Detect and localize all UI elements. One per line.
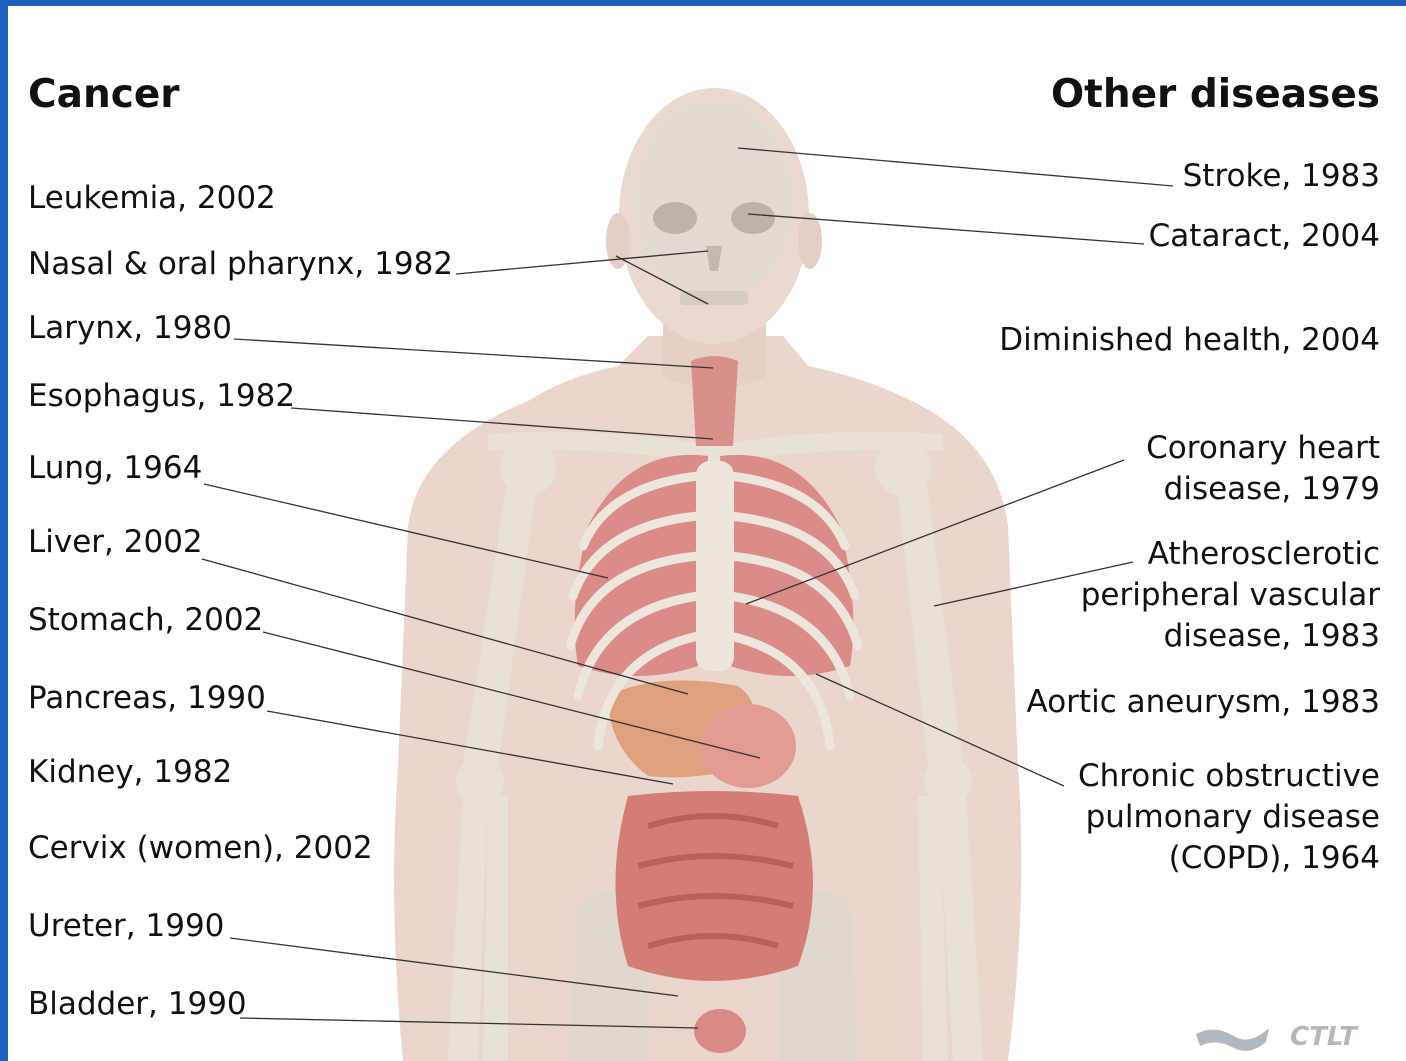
other-disease-label: Cataract, 2004 <box>1149 216 1380 257</box>
cancer-label: Leukemia, 2002 <box>28 178 276 219</box>
cancer-label: Larynx, 1980 <box>28 308 232 349</box>
other-diseases-heading: Other diseases <box>1051 72 1380 117</box>
other-disease-label-line: disease, 1983 <box>1081 616 1380 657</box>
cancer-label: Bladder, 1990 <box>28 984 247 1025</box>
other-disease-label-line: Coronary heart <box>1146 428 1380 469</box>
other-disease-label-line: Atherosclerotic <box>1081 534 1380 575</box>
cancer-heading: Cancer <box>28 72 180 117</box>
other-disease-label-line: pulmonary disease <box>1078 797 1380 838</box>
ctlt-logo: CTLT <box>1194 1020 1357 1054</box>
cancer-label: Ureter, 1990 <box>28 906 224 947</box>
cancer-label: Liver, 2002 <box>28 522 203 563</box>
cancer-label: Pancreas, 1990 <box>28 678 266 719</box>
cancer-label: Cervix (women), 2002 <box>28 828 373 869</box>
other-disease-label: Stroke, 1983 <box>1183 156 1380 197</box>
other-disease-label-line: Diminished health, 2004 <box>999 320 1380 361</box>
sternum <box>696 461 734 671</box>
other-disease-label-line: Chronic obstructive <box>1078 756 1380 797</box>
logo-text: CTLT <box>1290 1022 1357 1052</box>
other-disease-label-line: Stroke, 1983 <box>1183 156 1380 197</box>
other-disease-label-line: Cataract, 2004 <box>1149 216 1380 257</box>
cancer-label: Nasal & oral pharynx, 1982 <box>28 244 453 285</box>
cancer-label: Kidney, 1982 <box>28 752 232 793</box>
cancer-label: Esophagus, 1982 <box>28 376 295 417</box>
cancer-label: Stomach, 2002 <box>28 600 263 641</box>
other-disease-label-line: disease, 1979 <box>1146 469 1380 510</box>
other-disease-label-line: peripheral vascular <box>1081 575 1380 616</box>
other-disease-label: Diminished health, 2004 <box>999 320 1380 361</box>
other-disease-label-line: (COPD), 1964 <box>1078 838 1380 879</box>
other-disease-label-line: Aortic aneurysm, 1983 <box>1027 682 1380 723</box>
other-disease-label: Aortic aneurysm, 1983 <box>1027 682 1380 723</box>
cancer-label: Lung, 1964 <box>28 448 202 489</box>
logo-wave-icon <box>1194 1020 1284 1054</box>
